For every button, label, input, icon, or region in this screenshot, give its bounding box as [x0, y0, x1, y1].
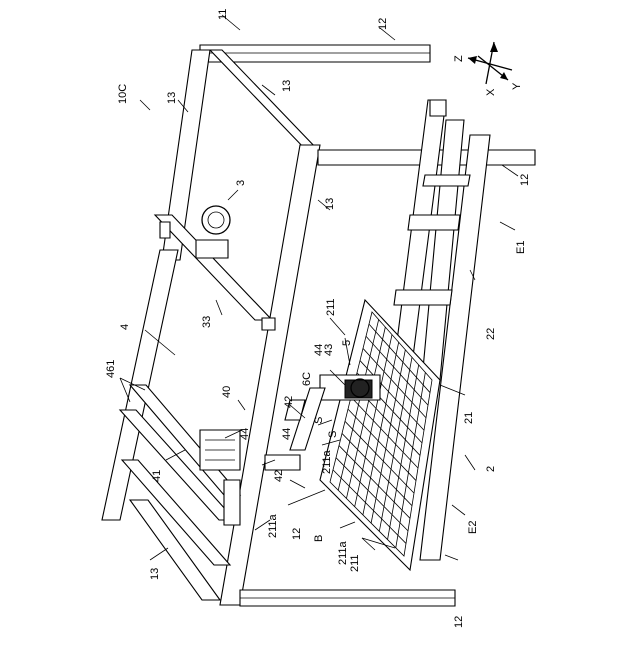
label-S-a: S [313, 417, 325, 424]
label-13-b: 13 [281, 80, 293, 92]
label-43: 43 [323, 344, 335, 356]
label-4: 4 [119, 324, 131, 330]
label-211a-a: 211a [321, 449, 333, 474]
label-13-d: 13 [149, 568, 161, 580]
label-22: 22 [485, 328, 497, 340]
label-12-top: 12 [377, 18, 389, 30]
label-211-top: 211 [325, 298, 337, 316]
label-12-right: 12 [519, 174, 531, 186]
side-rails [120, 385, 240, 565]
label-2: 2 [485, 466, 497, 472]
label-21: 21 [463, 412, 475, 424]
axis-indicator: Z X Y [453, 42, 523, 96]
axis-x-label: X [485, 88, 497, 96]
label-11: 11 [217, 9, 229, 20]
label-12-bottom: 12 [453, 616, 465, 628]
label-S-b: S [327, 431, 339, 438]
label-461: 461 [105, 360, 117, 378]
axis-z-label: Z [453, 55, 465, 62]
label-40: 40 [221, 386, 233, 398]
label-B: B [313, 535, 325, 542]
label-211a-b: 211a [267, 513, 279, 538]
axis-y-label: Y [511, 82, 523, 90]
label-13-c: 13 [324, 198, 336, 210]
stand-40 [200, 430, 240, 470]
label-10C: 10C [117, 84, 129, 104]
label-211-bottom: 211 [349, 554, 361, 572]
label-E1: E1 [515, 241, 527, 254]
label-E2: E2 [467, 521, 479, 534]
label-44-a: 44 [239, 428, 251, 440]
label-42-b: 42 [283, 396, 295, 408]
label-42-a: 42 [273, 470, 285, 482]
label-6C: 6C [301, 372, 313, 386]
label-211a-c: 211a [337, 540, 349, 565]
label-3: 3 [235, 180, 247, 186]
label-41: 41 [151, 470, 163, 482]
label-12-mid: 12 [291, 528, 303, 540]
label-13-a: 13 [166, 92, 178, 104]
label-33: 33 [201, 316, 213, 328]
label-44-b: 44 [281, 428, 293, 440]
label-5: 5 [341, 340, 353, 346]
